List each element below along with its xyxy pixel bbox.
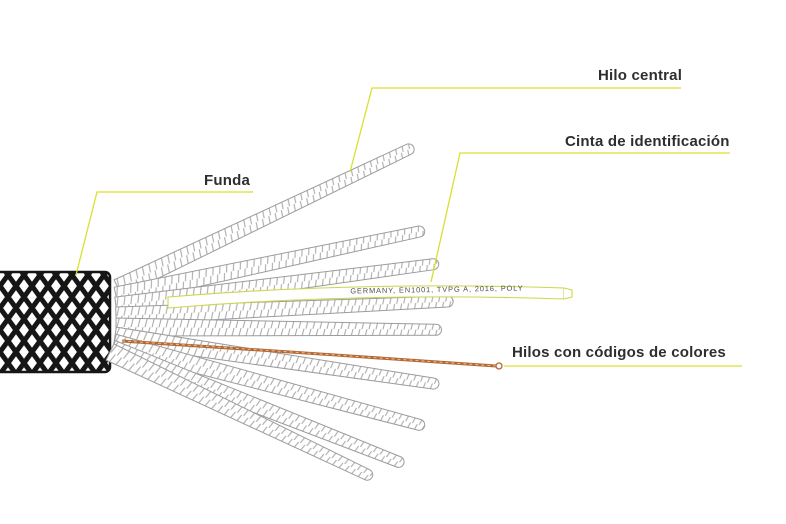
leader-funda (75, 191, 253, 276)
tape-marking-text: GERMANY, EN1001, TVPG A, 2016, POLY (350, 283, 523, 295)
strand (113, 225, 426, 306)
wire-orange-tip (495, 362, 503, 370)
strand (115, 317, 442, 337)
label-cinta-identificacion: Cinta de identificación (565, 133, 730, 150)
strand (113, 326, 440, 390)
tape-end-fold (563, 287, 573, 300)
identification-tape: GERMANY, EN1001, TVPG A, 2016, POLY (167, 283, 573, 309)
strand (111, 333, 426, 431)
strand (113, 143, 415, 297)
strand (108, 340, 405, 468)
label-funda: Funda (204, 172, 250, 189)
strand (105, 343, 374, 481)
leader-hilo-central (349, 87, 681, 173)
leader-cinta-identificacion (430, 152, 730, 283)
color-coded-wire (121, 339, 503, 370)
label-hilo-central: Hilo central (598, 67, 683, 84)
sheath-braid (0, 270, 112, 374)
label-hilos-colores: Hilos con códigos de colores (512, 344, 726, 361)
wire-orange-twist-highlight (121, 340, 497, 367)
